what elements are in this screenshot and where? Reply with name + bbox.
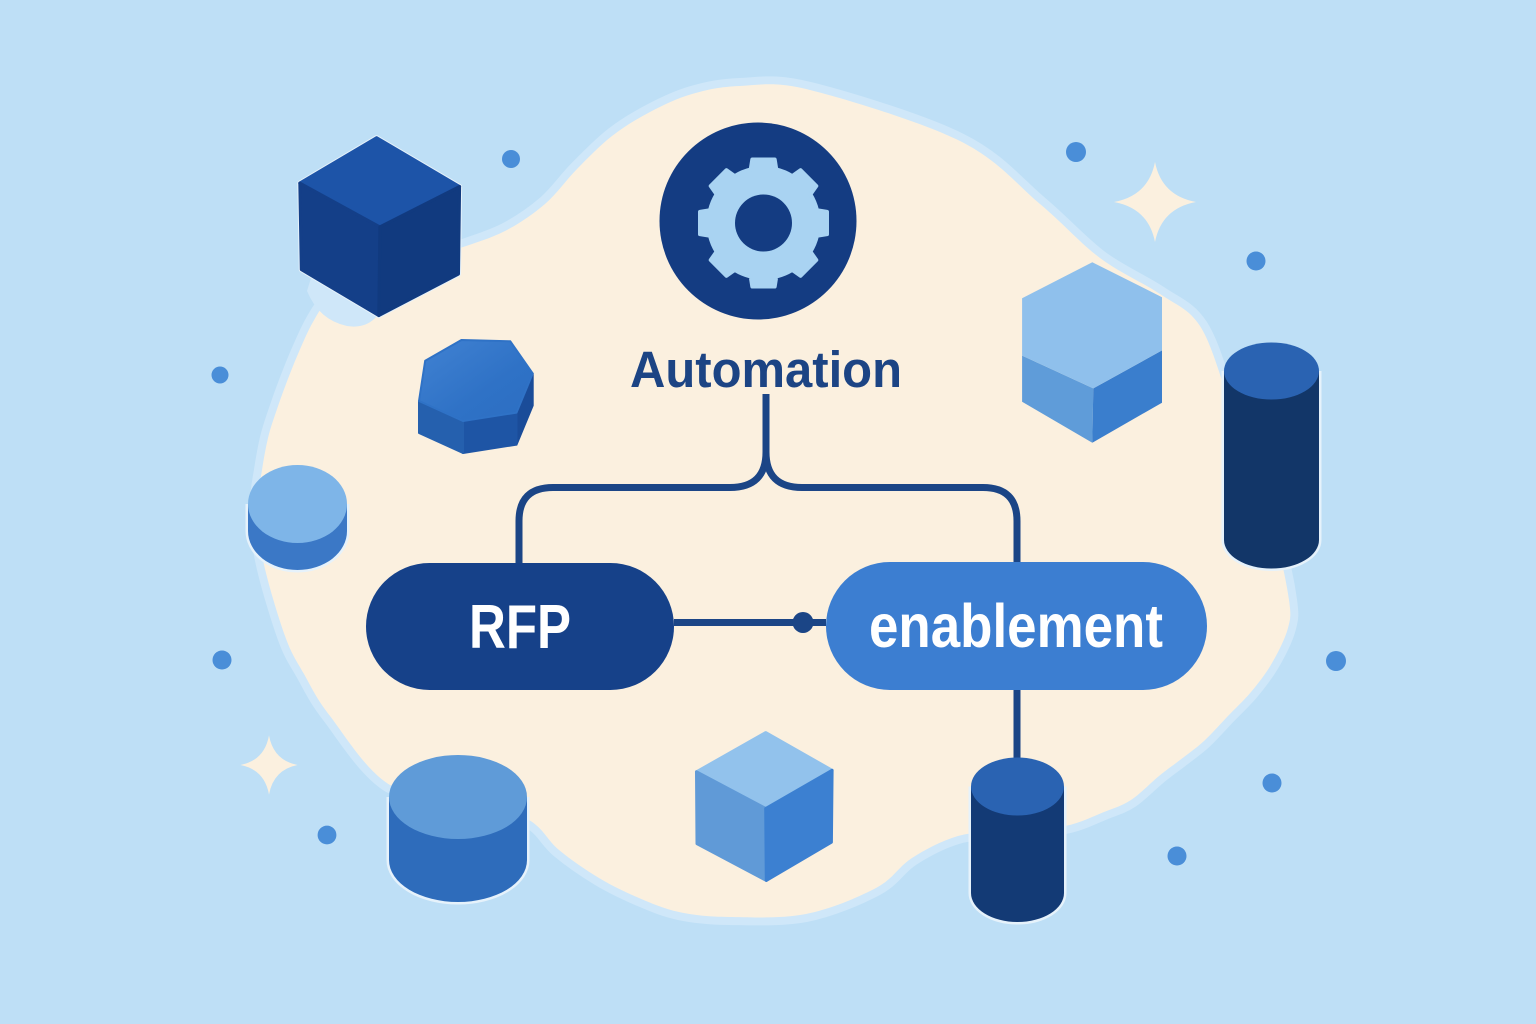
svg-text:RFP: RFP — [469, 593, 571, 662]
svg-text:enablement: enablement — [869, 592, 1163, 660]
svg-text:Automation: Automation — [630, 341, 902, 398]
